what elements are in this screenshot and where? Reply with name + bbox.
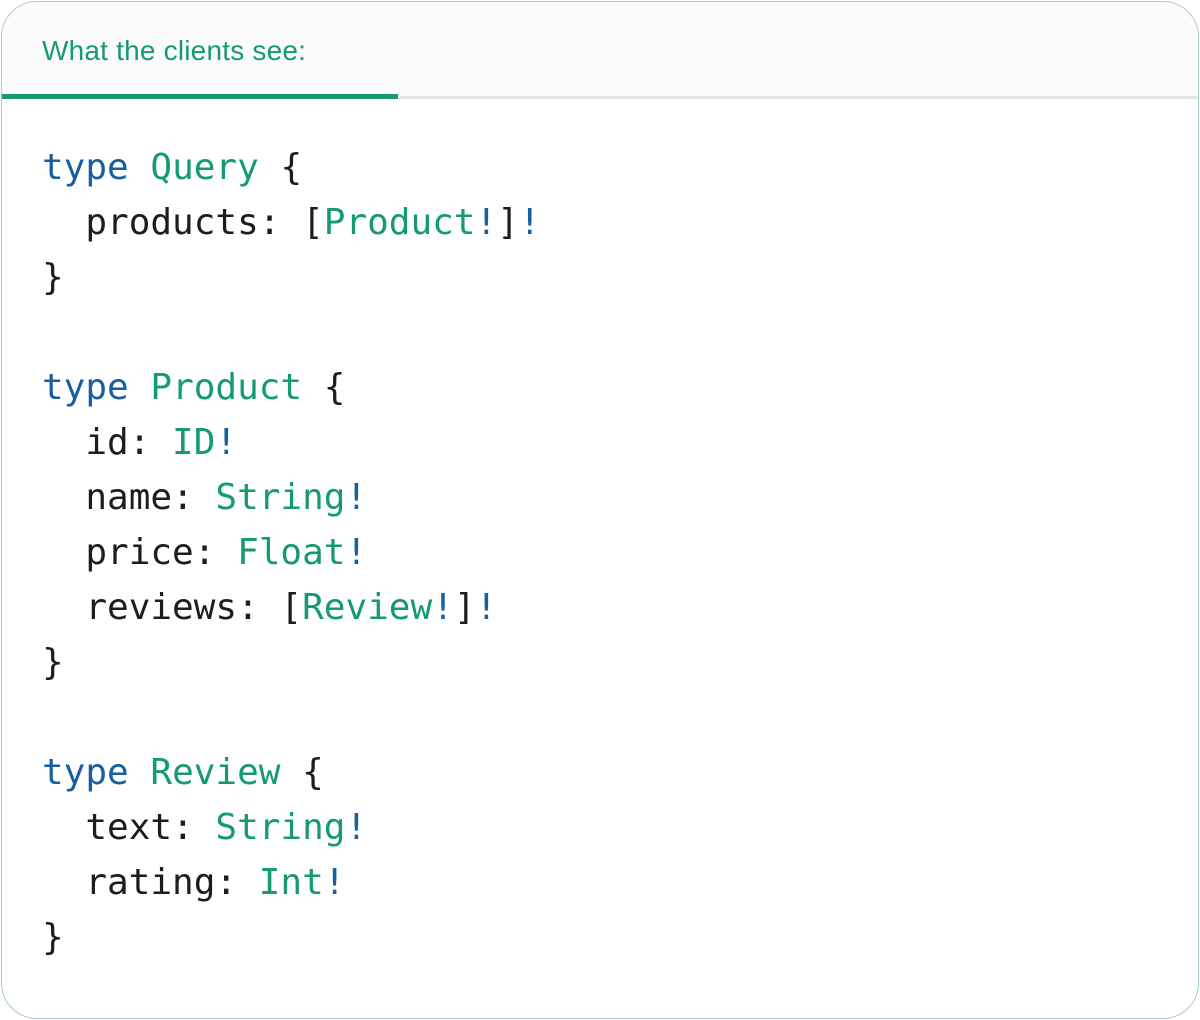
code-token-keyword: !: [345, 807, 368, 848]
code-line: type Query {: [42, 140, 1158, 195]
active-tab-indicator: [2, 94, 398, 99]
code-line: type Review {: [42, 745, 1158, 800]
code-token-keyword: !: [475, 202, 498, 243]
code-token-type: Product: [150, 367, 303, 408]
code-token-plain: name:: [42, 477, 216, 518]
code-line: text: String!: [42, 800, 1158, 855]
tab-bar: What the clients see:: [2, 2, 1198, 99]
code-token-keyword: !: [215, 422, 238, 463]
code-token-plain: {: [280, 752, 324, 793]
code-line: [42, 305, 1158, 360]
code-token-keyword: type: [42, 752, 129, 793]
code-token-plain: {: [258, 147, 303, 188]
code-token-plain: }: [42, 917, 64, 958]
code-token-type: ID: [172, 422, 216, 463]
code-line: reviews: [Review!]!: [42, 580, 1158, 635]
code-line: id: ID!: [42, 415, 1158, 470]
code-token-plain: rating:: [42, 862, 259, 903]
code-token-type: Int: [258, 862, 324, 903]
code-line: [42, 690, 1158, 745]
code-line: }: [42, 910, 1158, 965]
code-token-plain: [129, 147, 151, 188]
code-token-plain: }: [42, 257, 64, 298]
code-line: }: [42, 250, 1158, 305]
code-token-keyword: type: [42, 367, 129, 408]
code-token-keyword: !: [323, 862, 346, 903]
code-token-plain: ]: [497, 202, 519, 243]
code-line: rating: Int!: [42, 855, 1158, 910]
code-token-type: String: [215, 477, 346, 518]
code-line: price: Float!: [42, 525, 1158, 580]
code-token-type: Review: [302, 587, 433, 628]
code-token-type: Query: [150, 147, 259, 188]
code-token-keyword: !: [475, 587, 498, 628]
code-token-keyword: type: [42, 147, 129, 188]
code-token-keyword: !: [432, 587, 454, 628]
code-block: type Query { products: [Product!]!}type …: [2, 99, 1198, 1005]
code-token-keyword: !: [518, 202, 541, 243]
code-line: name: String!: [42, 470, 1158, 525]
tab-label: What the clients see:: [42, 35, 307, 66]
code-token-plain: text:: [42, 807, 216, 848]
code-token-plain: price:: [42, 532, 238, 573]
code-token-plain: [129, 367, 151, 408]
code-token-plain: {: [302, 367, 346, 408]
code-token-keyword: !: [345, 477, 368, 518]
tab-bar-divider: [2, 96, 1198, 99]
code-token-type: Review: [150, 752, 281, 793]
code-token-plain: }: [42, 642, 64, 683]
code-token-type: String: [215, 807, 346, 848]
code-token-keyword: !: [345, 532, 368, 573]
tab-what-clients-see[interactable]: What the clients see:: [42, 35, 306, 67]
code-line: type Product {: [42, 360, 1158, 415]
code-token-plain: ]: [453, 587, 476, 628]
code-token-plain: [129, 752, 151, 793]
code-token-plain: products: [: [42, 202, 324, 243]
code-token-plain: id:: [42, 422, 173, 463]
code-token-plain: reviews: [: [42, 587, 303, 628]
code-token-type: Product: [323, 202, 476, 243]
code-line: products: [Product!]!: [42, 195, 1158, 250]
code-line: }: [42, 635, 1158, 690]
code-token-type: Float: [237, 532, 346, 573]
